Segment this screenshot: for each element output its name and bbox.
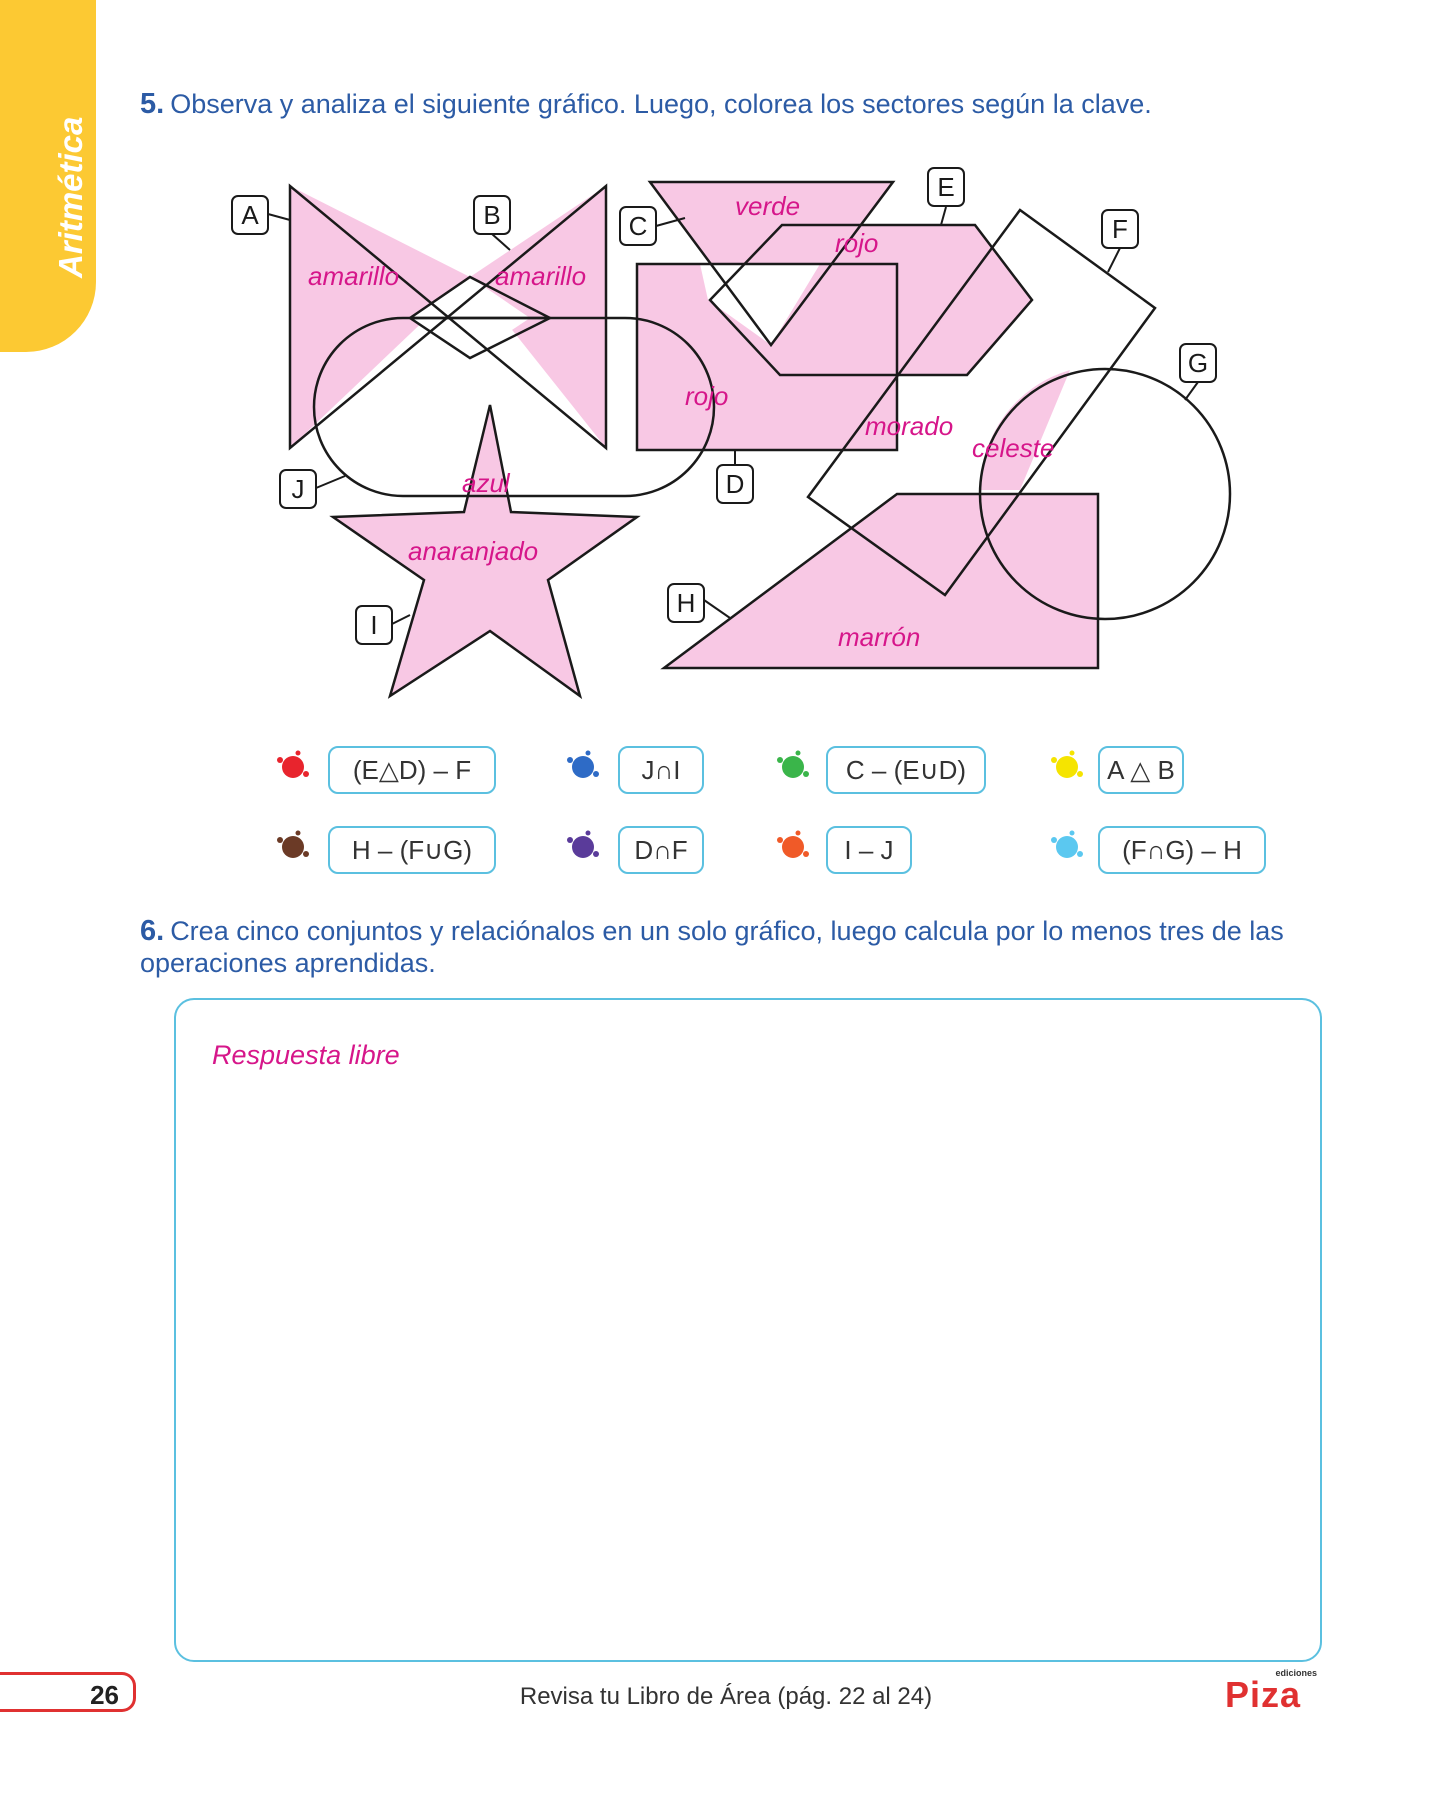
key-expr-yellow: A △ B bbox=[1098, 746, 1184, 794]
region-label-amarillo-B: amarillo bbox=[495, 261, 586, 291]
region-label-verde: verde bbox=[735, 191, 800, 221]
green-paint-splat-icon bbox=[777, 750, 809, 778]
set-D bbox=[635, 262, 899, 452]
key-expr-brown: H – (F∪G) bbox=[328, 826, 496, 874]
set-A-B-outline bbox=[288, 183, 608, 451]
key-expr-red: (E△D) – F bbox=[328, 746, 496, 794]
key-expr-blue: J∩I bbox=[618, 746, 704, 794]
logo-brand: Piza bbox=[1225, 1674, 1302, 1715]
key-expr-orange: I – J bbox=[826, 826, 912, 874]
region-label-morado: morado bbox=[865, 411, 953, 441]
svg-text:F: F bbox=[1112, 214, 1128, 244]
key-expr-green: C – (E∪D) bbox=[826, 746, 986, 794]
region-label-marron: marrón bbox=[838, 622, 920, 652]
shade-G bbox=[980, 370, 1070, 490]
question-6-text: Crea cinco conjuntos y relaciónalos en u… bbox=[140, 916, 1284, 978]
set-E bbox=[708, 223, 1034, 377]
shade-E bbox=[710, 225, 1032, 375]
set-F bbox=[806, 208, 1157, 597]
label-D: D bbox=[716, 450, 754, 504]
orange-paint-splat-icon bbox=[777, 830, 809, 858]
answer-box[interactable]: Respuesta libre bbox=[174, 998, 1322, 1662]
section-tab: Aritmética bbox=[0, 0, 96, 352]
label-C: C bbox=[619, 206, 686, 246]
key-expr-light-blue: (F∩G) – H bbox=[1098, 826, 1266, 874]
publisher-logo: ediciones Piza bbox=[1225, 1668, 1317, 1715]
shade-H bbox=[664, 494, 1098, 668]
region-label-anaranjado: anaranjado bbox=[408, 536, 538, 566]
svg-text:C: C bbox=[629, 211, 648, 241]
label-E: E bbox=[927, 167, 965, 226]
label-I: I bbox=[355, 605, 411, 645]
sets-figure: A B C D E F G H I J amarillo amarillo ve… bbox=[231, 167, 1232, 700]
label-H: H bbox=[667, 583, 731, 623]
answer-hint: Respuesta libre bbox=[212, 1040, 400, 1070]
red-paint-splat-icon bbox=[277, 750, 309, 778]
svg-text:J: J bbox=[292, 474, 305, 504]
shade-A bbox=[290, 186, 470, 448]
set-H bbox=[660, 492, 1100, 670]
question-5-text: Observa y analiza el siguiente gráfico. … bbox=[170, 89, 1152, 119]
logo-small-text: ediciones bbox=[1275, 1668, 1317, 1678]
question-6: 6.Crea cinco conjuntos y relaciónalos en… bbox=[140, 915, 1320, 979]
svg-text:G: G bbox=[1188, 348, 1208, 378]
label-F: F bbox=[1101, 209, 1139, 273]
question-5: 5.Observa y analiza el siguiente gráfico… bbox=[140, 88, 1152, 120]
region-label-azul: azul bbox=[462, 468, 511, 498]
svg-text:A: A bbox=[241, 200, 259, 230]
label-G: G bbox=[1179, 343, 1217, 401]
label-B: B bbox=[473, 195, 511, 251]
region-label-rojo-D: rojo bbox=[685, 381, 728, 411]
question-5-number: 5. bbox=[140, 88, 165, 120]
key-expr-purple: D∩F bbox=[618, 826, 704, 874]
svg-text:E: E bbox=[937, 172, 954, 202]
page-number: 26 bbox=[0, 1672, 136, 1712]
svg-text:I: I bbox=[370, 610, 377, 640]
light-blue-paint-splat-icon bbox=[1051, 830, 1083, 858]
region-label-celeste: celeste bbox=[972, 433, 1054, 463]
set-I bbox=[329, 404, 641, 700]
svg-text:D: D bbox=[726, 469, 745, 499]
footer-reference: Revisa tu Libro de Área (pág. 22 al 24) bbox=[519, 1683, 933, 1710]
purple-paint-splat-icon bbox=[567, 830, 599, 858]
label-J: J bbox=[279, 469, 346, 509]
region-label-amarillo-A: amarillo bbox=[308, 261, 399, 291]
shade-I bbox=[333, 405, 637, 696]
region-label-rojo-E: rojo bbox=[835, 228, 878, 258]
label-A: A bbox=[231, 195, 291, 235]
svg-text:B: B bbox=[483, 200, 500, 230]
brown-paint-splat-icon bbox=[277, 830, 309, 858]
yellow-paint-splat-icon bbox=[1051, 750, 1083, 778]
set-J bbox=[312, 316, 716, 498]
svg-text:H: H bbox=[677, 588, 696, 618]
blue-paint-splat-icon bbox=[567, 750, 599, 778]
question-6-number: 6. bbox=[140, 915, 165, 947]
